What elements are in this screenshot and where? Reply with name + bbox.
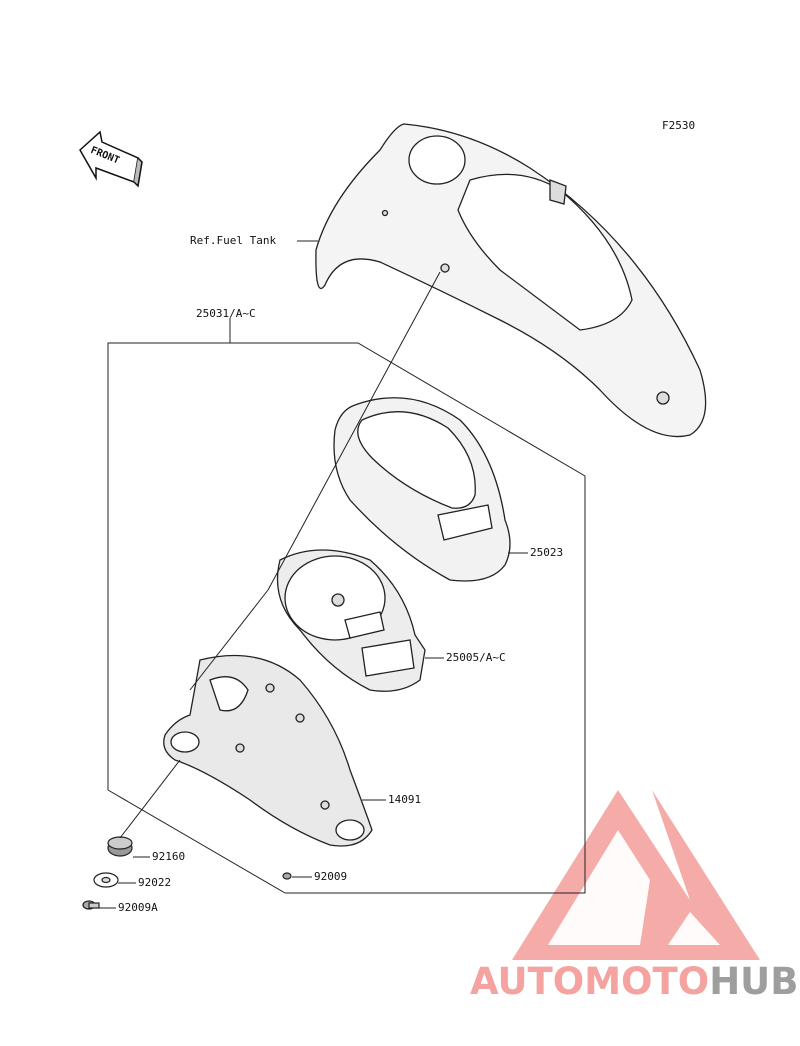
grommet-part — [107, 836, 133, 857]
front-arrow-icon — [79, 130, 143, 188]
callout-case: 25023 — [530, 546, 564, 559]
bolt-part — [82, 900, 100, 910]
washer-part — [93, 872, 119, 888]
callout-bolt: 92009A — [118, 901, 158, 914]
leader-lines — [98, 240, 586, 909]
meter-case — [333, 397, 511, 582]
watermark-logo-icon — [512, 790, 760, 960]
screw-part — [282, 872, 292, 880]
meter-bracket — [163, 654, 373, 847]
watermark-text: AUTOMOTOHUB — [470, 962, 798, 1002]
callout-bracket: 14091 — [388, 793, 422, 806]
callout-ref-fuel-tank: Ref.Fuel Tank — [190, 234, 277, 247]
figure-code: F2530 — [662, 119, 696, 132]
callout-screw: 92009 — [314, 870, 348, 883]
fuel-tank-cover — [315, 123, 707, 438]
callout-meter: 25005/A~C — [446, 651, 506, 664]
watermark-text-secondary: HUB — [709, 960, 799, 1003]
callout-washer: 92022 — [138, 876, 172, 889]
callout-grommet: 92160 — [152, 850, 186, 863]
meter-unit — [276, 549, 426, 692]
watermark-text-primary: AUTOMOTO — [470, 960, 710, 1003]
callout-assembly: 25031/A~C — [196, 307, 256, 320]
